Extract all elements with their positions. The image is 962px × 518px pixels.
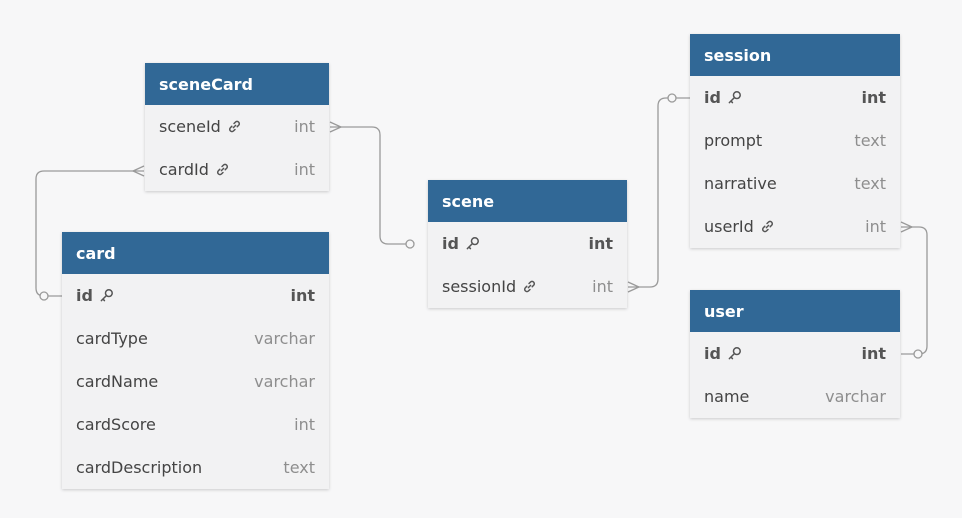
column-name-group: userId	[704, 217, 775, 236]
relationship-line	[330, 126, 410, 245]
column-name: cardType	[76, 329, 148, 348]
column-name: cardName	[76, 372, 159, 391]
table-title[interactable]: card	[62, 232, 329, 274]
key-icon	[727, 346, 742, 361]
column-row-prompt[interactable]: prompt text	[690, 119, 900, 162]
link-icon	[215, 162, 230, 177]
one-end-icon	[405, 239, 415, 249]
column-type: text	[854, 174, 886, 193]
key-icon	[727, 90, 742, 105]
column-name: cardId	[159, 160, 209, 179]
column-row-id[interactable]: id int	[62, 274, 329, 317]
column-type: int	[294, 415, 315, 434]
table-title[interactable]: user	[690, 290, 900, 332]
column-name-group: prompt	[704, 131, 762, 150]
column-row-cardScore[interactable]: cardScore int	[62, 403, 329, 446]
table-session[interactable]: session id int prompt text narrative text userI…	[690, 34, 900, 248]
column-name-group: cardId	[159, 160, 230, 179]
column-row-id[interactable]: id int	[690, 76, 900, 119]
column-row-cardType[interactable]: cardType varchar	[62, 317, 329, 360]
column-name: userId	[704, 217, 754, 236]
column-type: varchar	[254, 329, 315, 348]
crows-foot-icon	[329, 121, 343, 133]
column-name-group: cardName	[76, 372, 158, 391]
column-name: sceneId	[159, 117, 221, 136]
column-type: varchar	[825, 387, 886, 406]
column-name: id	[76, 286, 93, 305]
key-icon	[99, 288, 114, 303]
column-type: varchar	[254, 372, 315, 391]
column-name-group: cardScore	[76, 415, 156, 434]
column-type: int	[290, 286, 315, 305]
one-end-icon	[667, 93, 677, 103]
table-title[interactable]: session	[690, 34, 900, 76]
column-type: int	[588, 234, 613, 253]
link-icon	[227, 119, 242, 134]
column-name-group: sceneId	[159, 117, 242, 136]
column-row-cardId[interactable]: cardId int	[145, 148, 329, 191]
column-row-narrative[interactable]: narrative text	[690, 162, 900, 205]
link-icon	[760, 219, 775, 234]
column-name-group: name	[704, 387, 749, 406]
column-name-group: narrative	[704, 174, 777, 193]
column-name: id	[442, 234, 459, 253]
key-icon	[465, 236, 480, 251]
crows-foot-icon	[627, 281, 641, 293]
column-name-group: sessionId	[442, 277, 537, 296]
table-title[interactable]: sceneCard	[145, 63, 329, 105]
column-type: int	[592, 277, 613, 296]
column-name: prompt	[704, 131, 763, 150]
column-name-group: cardType	[76, 329, 148, 348]
column-row-id[interactable]: id int	[690, 332, 900, 375]
column-row-cardName[interactable]: cardName varchar	[62, 360, 329, 403]
column-row-cardDescription[interactable]: cardDescription text	[62, 446, 329, 489]
column-name: cardScore	[76, 415, 156, 434]
table-user[interactable]: user id int name varchar	[690, 290, 900, 418]
crows-foot-icon	[900, 221, 914, 233]
column-type: text	[854, 131, 886, 150]
link-icon	[522, 279, 537, 294]
column-type: int	[294, 117, 315, 136]
column-name-group: id	[442, 234, 480, 253]
table-scene[interactable]: scene id int sessionId int	[428, 180, 627, 308]
column-name: name	[704, 387, 750, 406]
column-type: int	[865, 217, 886, 236]
column-name-group: id	[704, 88, 742, 107]
column-row-sceneId[interactable]: sceneId int	[145, 105, 329, 148]
column-type: int	[294, 160, 315, 179]
column-row-id[interactable]: id int	[428, 222, 627, 265]
one-end-icon	[39, 291, 49, 301]
column-name-group: id	[704, 344, 742, 363]
column-type: int	[861, 344, 886, 363]
column-row-name[interactable]: name varchar	[690, 375, 900, 418]
column-name: sessionId	[442, 277, 517, 296]
column-name: id	[704, 88, 721, 107]
table-sceneCard[interactable]: sceneCard sceneId int cardId int	[145, 63, 329, 191]
column-type: text	[283, 458, 315, 477]
one-end-icon	[913, 349, 923, 359]
table-title[interactable]: scene	[428, 180, 627, 222]
column-row-sessionId[interactable]: sessionId int	[428, 265, 627, 308]
column-name: id	[704, 344, 721, 363]
relationship-line	[628, 97, 690, 288]
column-type: int	[861, 88, 886, 107]
column-name-group: cardDescription	[76, 458, 202, 477]
column-row-userId[interactable]: userId int	[690, 205, 900, 248]
column-name-group: id	[76, 286, 114, 305]
column-name: cardDescription	[76, 458, 203, 477]
relationship-line	[901, 226, 928, 355]
column-name: narrative	[704, 174, 777, 193]
crows-foot-icon	[131, 165, 145, 177]
